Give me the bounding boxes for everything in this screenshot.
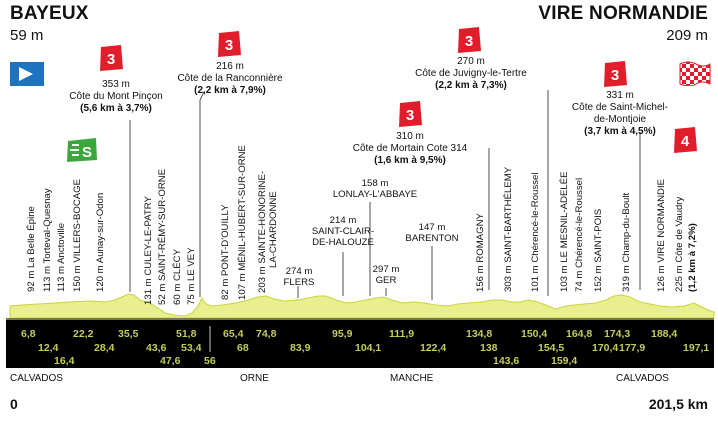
town-label-saint-clair: 214 m SAINT-CLAIR- DE-HALOUZE [311, 215, 375, 248]
waypoint-label: 103 m LE MESNIL-ADELÉE [559, 171, 570, 292]
km-marker: 138 [480, 342, 498, 354]
climb-badge-3: 3 [399, 101, 422, 127]
distance-end: 201,5 km [648, 396, 708, 412]
climb-badge-1: 3 [100, 45, 123, 71]
waypoint-label: 225 m Côte de Vaudry [674, 196, 685, 292]
climb-label-4: 270 m Côte de Juvigny-le-Tertre (2,2 km … [415, 56, 527, 91]
waypoint-label: 52 m SAINT-RÉMY-SUR-ORNE [157, 168, 168, 305]
climb-badge-5: 3 [604, 61, 627, 87]
waypoint-label: 74 m Chérencé-le-Roussel [574, 177, 585, 292]
climb-badge-4: 3 [458, 27, 481, 53]
km-marker: 159,4 [551, 355, 578, 367]
waypoint-label: 92 m La Belle Épine [26, 206, 37, 292]
waypoint-label: (1,2 km à 7,2%) [687, 223, 698, 292]
km-marker: 35,5 [118, 328, 139, 340]
km-marker: 51,8 [176, 328, 197, 340]
start-flag-icon [10, 62, 44, 86]
waypoint-label: 82 m PONT-D'OUILLY [220, 204, 231, 300]
km-marker: 6,8 [21, 328, 36, 340]
start-city: BAYEUX [10, 3, 89, 24]
svg-text:3: 3 [406, 107, 414, 124]
waypoint-label: 150 m VILLERS-BOCAGE [72, 178, 83, 292]
town-label-flers: 274 m FLERS [283, 266, 315, 288]
waypoint-label: 156 m ROMAGNY [475, 213, 486, 292]
km-marker: 134,8 [466, 328, 493, 340]
km-marker: 143,6 [493, 355, 520, 367]
waypoint-label: 303 m SAINT-BARTHÉLEMY [503, 166, 514, 292]
department-label: CALVADOS [10, 373, 63, 384]
department-label: CALVADOS [616, 373, 669, 384]
waypoint-label: 203 m SAINTE-HONORINE- [257, 170, 268, 293]
km-marker: 164,8 [566, 328, 593, 340]
km-marker: 197,1 [683, 342, 710, 354]
waypoint-label: 131 m CULEY-LE-PATRY [143, 196, 154, 305]
climb-badge-6: 4 [674, 127, 697, 153]
waypoint-label: 319 m Champ-du-Boult [621, 192, 632, 292]
finish-altitude: 209 m [666, 27, 708, 44]
km-marker: 154,5 [538, 342, 565, 354]
department-label: MANCHE [390, 373, 434, 384]
waypoint-label: 113 m Anctoville [56, 222, 67, 292]
svg-text:3: 3 [225, 37, 233, 54]
km-marker: 83,9 [290, 342, 311, 354]
svg-text:S: S [82, 144, 92, 161]
waypoint-label: 152 m SAINT-POIS [593, 208, 604, 292]
km-marker: 188,4 [651, 328, 678, 340]
department-label: ORNE [240, 373, 269, 384]
svg-text:4: 4 [681, 133, 690, 150]
svg-text:3: 3 [465, 33, 473, 50]
km-marker: 174,3 [604, 328, 631, 340]
distance-start: 0 [10, 396, 18, 412]
km-marker: 65,4 [223, 328, 244, 340]
km-marker: 16,4 [54, 355, 75, 367]
waypoint-label: 107 m MÉNIL-HUBERT-SUR-ORNE [237, 145, 248, 300]
climb-label-3: 310 m Côte de Mortain Cote 314 (1,6 km à… [352, 131, 468, 166]
waypoint-label: 113 m Torteval-Quesnay [42, 188, 53, 292]
waypoint-label: 120 m Aunay-sur-Odon [95, 192, 106, 292]
km-marker: 43,6 [146, 342, 167, 354]
svg-text:3: 3 [107, 51, 115, 68]
finish-flag-icon [679, 61, 711, 86]
km-marker: 177,9 [619, 342, 646, 354]
waypoint-label: 101 m Chérencé-le-Roussel [530, 172, 541, 292]
km-marker: 111,9 [389, 328, 415, 340]
climb-label-5: 331 m Côte de Saint-Michel- de-Montjoie … [571, 90, 669, 137]
start-altitude: 59 m [10, 27, 44, 44]
climb-label-1: 353 m Côte du Mont Pinçon (5,6 km à 3,7%… [69, 79, 163, 114]
town-label-ger: 297 m GER [372, 264, 400, 286]
km-marker: 170,4 [592, 342, 619, 354]
km-marker: 28,4 [94, 342, 115, 354]
km-marker: 122,4 [420, 342, 447, 354]
waypoint-label: 126 m VIRE NORMANDIE [656, 178, 667, 292]
waypoint-label: LA-CHARDONNE [268, 191, 279, 268]
km-marker: 68 [237, 342, 249, 354]
km-marker: 74,8 [256, 328, 277, 340]
town-label-lonlay: 158 m LONLAY-L'ABBAYE [332, 178, 418, 200]
waypoint-label: 75 m LE VEY [186, 247, 197, 305]
km-marker: 53,4 [181, 342, 202, 354]
km-marker: 95,9 [332, 328, 353, 340]
km-marker: 56 [204, 355, 216, 367]
waypoint-label: 60 m CLÉCY [172, 249, 183, 305]
climb-label-2: 216 m Côte de la Ranconnière (2,2 km à 7… [177, 61, 283, 96]
sprint-badge-icon: S [67, 138, 97, 162]
km-marker: 47,6 [160, 355, 181, 367]
town-label-barenton: 147 m BARENTON [405, 222, 459, 244]
svg-text:3: 3 [611, 67, 619, 84]
km-marker: 12,4 [38, 342, 59, 354]
km-marker: 22,2 [73, 328, 94, 340]
finish-city: VIRE NORMANDIE [538, 3, 708, 24]
km-marker: 150,4 [521, 328, 548, 340]
climb-badge-2: 3 [218, 31, 241, 57]
km-marker: 104,1 [355, 342, 382, 354]
